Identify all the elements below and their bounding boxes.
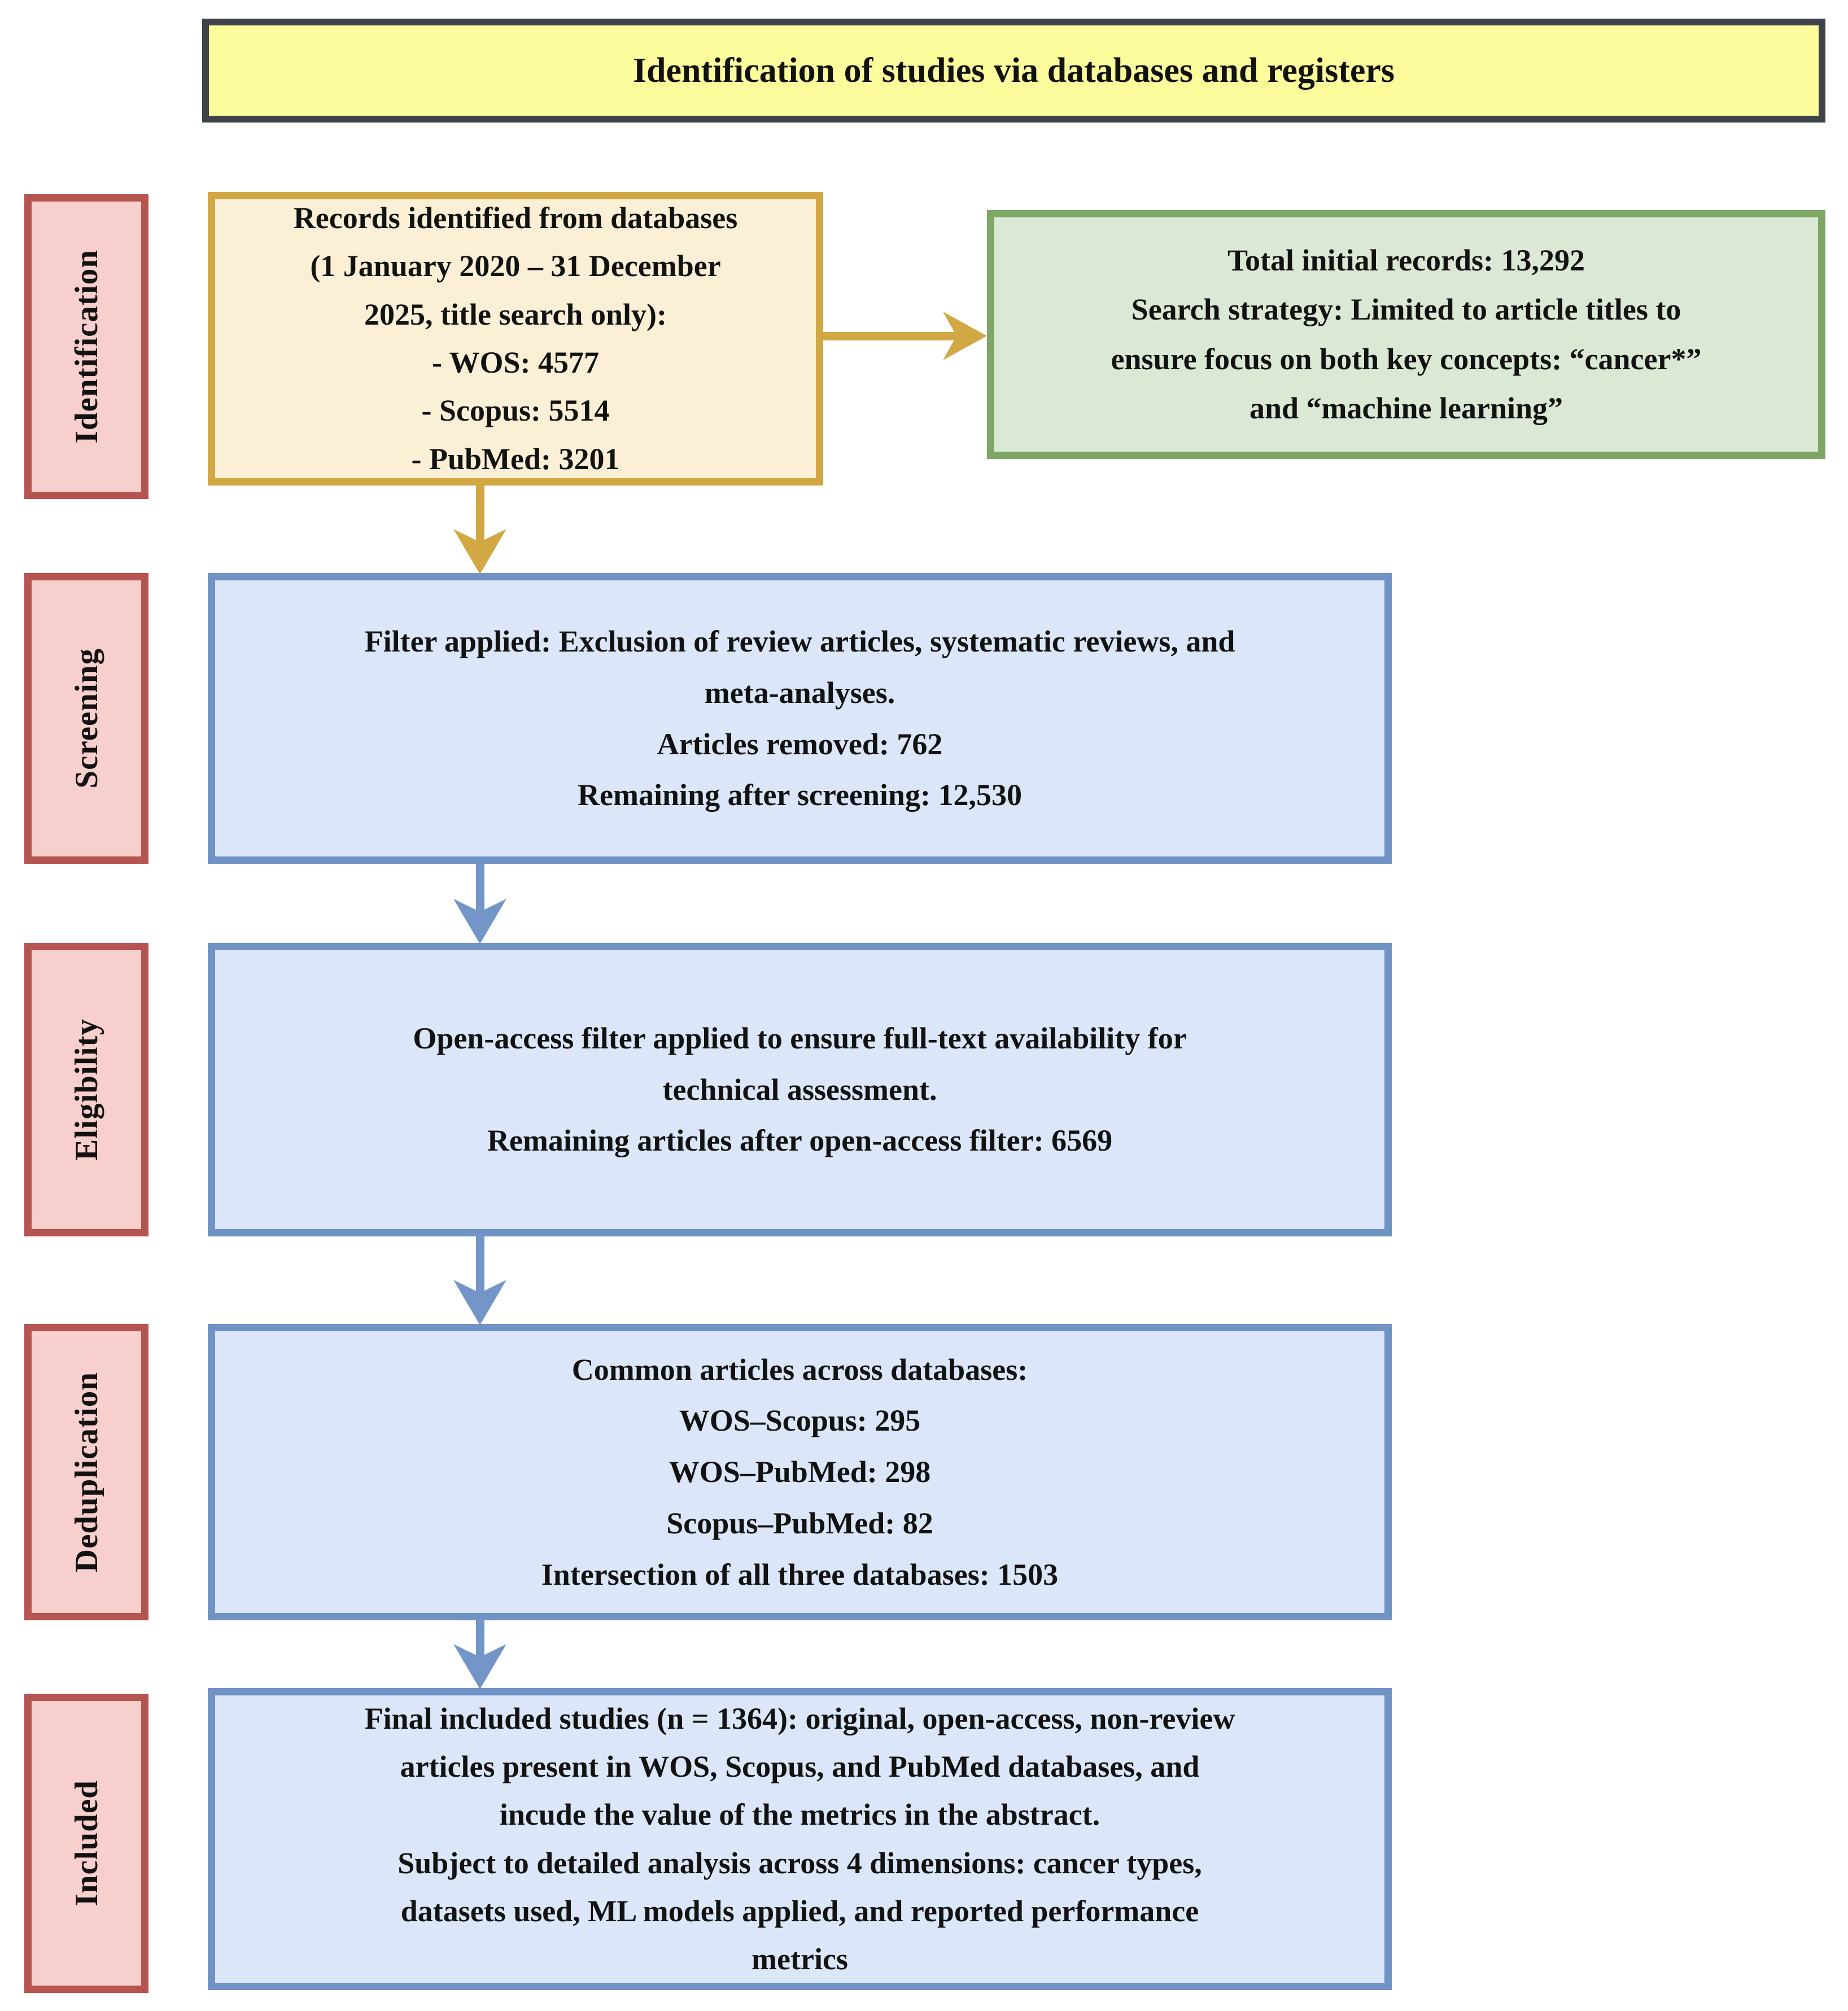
screening-filter-box: Filter applied: Exclusion of review arti… bbox=[208, 573, 1392, 864]
arrow-down-icon bbox=[453, 484, 506, 574]
screening-filter-text: Filter applied: Exclusion of review arti… bbox=[364, 624, 1235, 812]
arrow-down-icon bbox=[453, 1619, 506, 1689]
stage-eligibility: Eligibility bbox=[24, 943, 148, 1236]
included-studies-box: Final included studies (n = 1364): origi… bbox=[208, 1688, 1392, 1990]
diagram-title-bar: Identification of studies via databases … bbox=[202, 19, 1825, 123]
stage-included: Included bbox=[24, 1694, 148, 1993]
arrow-down-icon bbox=[453, 1235, 506, 1325]
stage-eligibility-label: Eligibility bbox=[68, 1018, 104, 1161]
stage-included-label: Included bbox=[68, 1780, 104, 1907]
deduplication-box: Common articles across databases: WOS–Sc… bbox=[208, 1324, 1392, 1620]
eligibility-filter-text: Open-access filter applied to ensure ful… bbox=[413, 1021, 1187, 1158]
arrow-records-to-summary bbox=[823, 311, 987, 361]
included-studies-text: Final included studies (n = 1364): origi… bbox=[364, 1701, 1235, 1977]
arrow-records-to-screening bbox=[452, 484, 508, 574]
arrow-eligibility-to-deduplication bbox=[452, 1235, 508, 1325]
stage-identification-label: Identification bbox=[68, 250, 104, 444]
arrow-screening-to-eligibility bbox=[452, 863, 508, 944]
eligibility-filter-box: Open-access filter applied to ensure ful… bbox=[208, 943, 1392, 1236]
arrow-down-icon bbox=[453, 863, 506, 944]
stage-identification: Identification bbox=[24, 194, 148, 499]
stage-screening-label: Screening bbox=[68, 648, 104, 789]
arrow-deduplication-to-included bbox=[452, 1619, 508, 1689]
deduplication-text: Common articles across databases: WOS–Sc… bbox=[541, 1352, 1059, 1592]
diagram-title: Identification of studies via databases … bbox=[632, 51, 1395, 90]
search-summary-box: Total initial records: 13,292 Search str… bbox=[987, 210, 1825, 459]
records-identified-text: Records identified from databases (1 Jan… bbox=[293, 201, 738, 476]
arrow-right-icon bbox=[823, 312, 987, 360]
stage-deduplication: Deduplication bbox=[24, 1324, 148, 1620]
records-identified-box: Records identified from databases (1 Jan… bbox=[208, 192, 823, 486]
stage-screening: Screening bbox=[24, 573, 148, 864]
stage-deduplication-label: Deduplication bbox=[68, 1371, 104, 1573]
search-summary-text: Total initial records: 13,292 Search str… bbox=[1111, 243, 1702, 425]
